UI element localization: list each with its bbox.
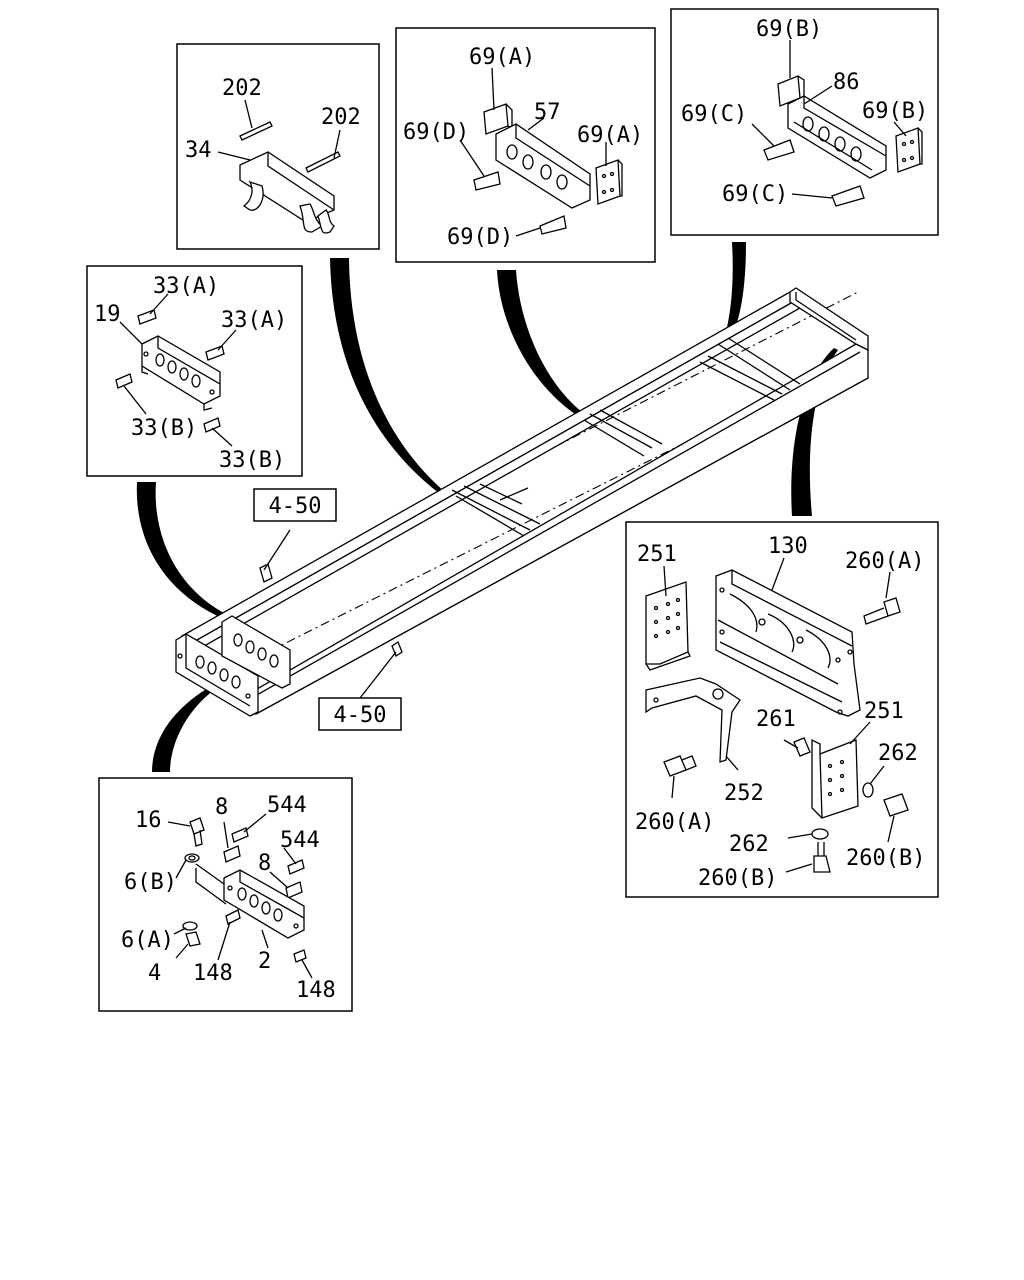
- part-33a-plate-top: [137, 309, 157, 325]
- label-69a-right: 69(A): [577, 123, 643, 148]
- label-34: 34: [185, 138, 212, 163]
- label-148-left: 148: [193, 961, 233, 986]
- label-262-bottom: 262: [729, 832, 769, 857]
- callout-connectors: [136, 242, 838, 772]
- detail-box-crossmember-34: 202 202 34: [176, 43, 380, 250]
- detail-box-crossmember-19: 33(A) 19 33(A) 33(B) 33(B): [86, 265, 303, 477]
- part-130-crossmember: [715, 569, 861, 717]
- part-69c-plate-bottom: [831, 185, 865, 207]
- label-69a-top: 69(A): [469, 45, 535, 70]
- reference-label-lower: 4-50: [334, 703, 387, 728]
- label-252: 252: [724, 781, 764, 806]
- part-69a-bracket-right: [595, 159, 621, 205]
- label-33a-top: 33(A): [153, 274, 219, 299]
- part-261-nut: [793, 737, 811, 757]
- label-4: 4: [148, 961, 161, 986]
- rail-bracket-lower: [391, 641, 403, 657]
- label-69d-bottom: 69(D): [447, 225, 513, 250]
- part-69b-bracket-right: [895, 127, 921, 173]
- label-544-top: 544: [267, 793, 307, 818]
- part-69d-plate-left: [473, 171, 501, 191]
- detail-box-crossmember-86: 69(B) 86 69(C) 69(B) 69(C): [670, 8, 939, 236]
- part-202-plate-a: [239, 121, 273, 141]
- part-148-plate-right: [293, 949, 307, 963]
- part-6b-washer: [184, 853, 200, 863]
- label-16: 16: [135, 808, 162, 833]
- label-69c-left: 69(C): [681, 102, 747, 127]
- callout-crossmember-34: [330, 258, 445, 494]
- reference-label-upper: 4-50: [269, 494, 322, 519]
- part-251-plate-left: [645, 581, 689, 665]
- part-544-plate-mid: [287, 859, 305, 875]
- label-33b-bottom: 33(B): [219, 448, 285, 473]
- reference-upper[interactable]: 4-50: [253, 488, 337, 522]
- callout-crossmember-2: [152, 688, 214, 772]
- label-261: 261: [756, 707, 796, 732]
- label-33b-left: 33(B): [131, 416, 197, 441]
- label-260b-bottom: 260(B): [698, 866, 777, 891]
- part-33a-plate-right: [205, 345, 225, 361]
- rear-end-crossmember: [789, 287, 869, 352]
- callout-crossmember-130: [791, 348, 838, 516]
- label-86: 86: [833, 70, 860, 95]
- label-6b: 6(B): [124, 870, 177, 895]
- label-2: 2: [258, 949, 271, 974]
- label-148-right: 148: [296, 978, 336, 1003]
- part-202-plate-b: [305, 151, 341, 173]
- part-33b-plate-left: [115, 373, 133, 389]
- part-6a-washer: [182, 921, 198, 931]
- label-8-top: 8: [215, 795, 228, 820]
- part-4-nut: [185, 931, 201, 947]
- label-251-right: 251: [864, 699, 904, 724]
- label-69b-right: 69(B): [862, 99, 928, 124]
- part-33b-plate-bottom: [203, 417, 221, 433]
- label-260a-bottom: 260(A): [635, 810, 714, 835]
- detail-box-crossmember-57: 69(A) 57 69(D) 69(A) 69(D): [395, 27, 656, 263]
- label-69b-top: 69(B): [756, 17, 822, 42]
- label-202-b: 202: [321, 105, 361, 130]
- part-69c-plate-left: [763, 139, 795, 161]
- part-8-plate-mid: [285, 881, 303, 899]
- callout-crossmember-86: [724, 242, 746, 342]
- label-19: 19: [94, 302, 121, 327]
- label-544-mid: 544: [280, 828, 320, 853]
- frame-centerline-bottom: [235, 351, 867, 669]
- label-57: 57: [534, 100, 561, 125]
- part-262-washer-right: [862, 782, 874, 798]
- callout-crossmember-19: [136, 482, 226, 618]
- part-260a-bolt-top: [883, 597, 901, 617]
- label-33a-right: 33(A): [221, 308, 287, 333]
- part-251-plate-right: [819, 739, 859, 819]
- part-260b-bolt-right: [883, 793, 909, 817]
- part-148-plate-left: [225, 909, 241, 925]
- label-251-left: 251: [637, 542, 677, 567]
- callout-crossmember-57: [497, 270, 582, 416]
- label-260b-right: 260(B): [846, 846, 925, 871]
- label-69c-bottom: 69(C): [722, 182, 788, 207]
- label-8-mid: 8: [258, 851, 271, 876]
- part-262-washer-bottom: [811, 828, 829, 840]
- part-8-plate-top: [223, 845, 241, 863]
- reference-lower[interactable]: 4-50: [318, 697, 402, 731]
- rail-bracket-upper: [259, 563, 273, 583]
- detail-box-crossmember-2: 16 8 544 544 8 6(B) 6(A) 4 148 2 148: [98, 777, 353, 1012]
- label-202-a: 202: [222, 76, 262, 101]
- label-6a: 6(A): [121, 928, 174, 953]
- detail-box-crossmember-130: 251 130 260(A) 261 251 262 252 260(A) 26…: [625, 521, 939, 898]
- label-130: 130: [768, 534, 808, 559]
- label-69d-left: 69(D): [403, 120, 469, 145]
- label-260a-top: 260(A): [845, 549, 924, 574]
- label-262-right: 262: [878, 741, 918, 766]
- part-260b-bolt-bottom: [813, 855, 831, 873]
- part-69d-plate-bottom: [539, 215, 567, 235]
- main-frame: [175, 287, 870, 717]
